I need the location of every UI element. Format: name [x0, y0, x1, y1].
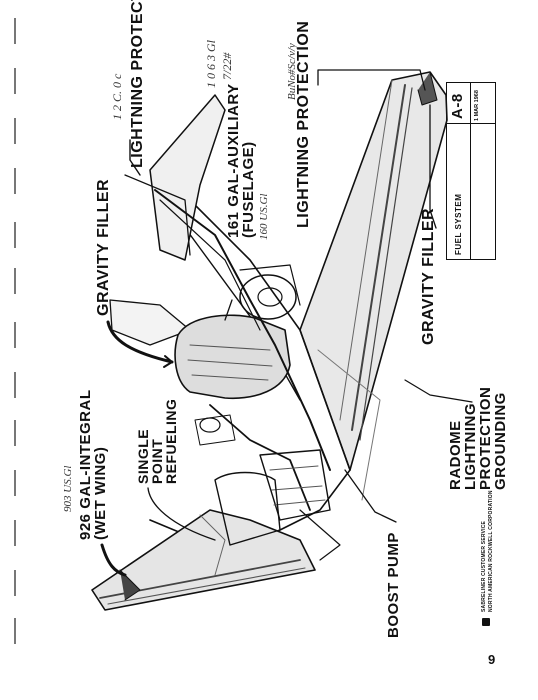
handwritten-note: 903 US.Gl: [62, 465, 74, 512]
vertical-tail: [149, 94, 226, 261]
leader-lightning-right: [317, 69, 426, 91]
gravity-filler-right-label: GRAVITY FILLER: [420, 207, 437, 345]
leader-single-point: [147, 487, 216, 541]
handwritten-note: 1 2 C. 0 c: [110, 73, 124, 120]
page-number: 9: [488, 652, 496, 667]
binder-mark: [14, 118, 16, 144]
company-line-1: SABRELINER CUSTOMER SERVICE: [481, 520, 487, 612]
binder-mark: [14, 520, 16, 546]
binder-mark: [14, 372, 16, 398]
aux-tank: [174, 314, 291, 400]
binder-mark: [14, 570, 16, 596]
handwritten-note: 7/22#: [220, 52, 234, 80]
binder-mark: [14, 470, 16, 496]
radome-grounding-label: RADOME LIGHTNING PROTECTION GROUNDING: [447, 386, 509, 490]
gravity-filler-left-label: GRAVITY FILLER: [95, 178, 112, 316]
company-logo: [482, 618, 490, 626]
binder-mark: [14, 322, 16, 348]
leader-aux: [224, 299, 233, 321]
binder-mark: [14, 420, 16, 446]
binder-mark: [14, 18, 16, 44]
issue-date: 1 MAR 1968: [474, 90, 480, 121]
leader-wet-wing: [100, 543, 127, 577]
binder-mark: [14, 68, 16, 94]
boost-pump-label: BOOST PUMP: [385, 532, 402, 638]
leader-boost-pump: [344, 469, 397, 523]
wet-wing-label: 926 GAL-INTEGRAL (WET WING): [77, 389, 109, 540]
lightning-protection-top-label: LIGHTNING PROTECTION: [129, 0, 146, 168]
company-line-2: NORTH AMERICAN ROCKWELL CORPORATION: [488, 490, 494, 612]
single-point-refueling-label: SINGLE POINT REFUELING: [135, 398, 179, 484]
engine-nacelle: [239, 274, 297, 320]
handwritten-note: 160 US.Gl: [258, 193, 270, 240]
leader-radome: [404, 379, 473, 403]
binder-mark: [14, 268, 16, 294]
leader-gravity-left: [106, 320, 174, 364]
page-code: A-8: [449, 93, 466, 119]
leader-lightning-top: [129, 139, 141, 176]
left-wing: [91, 509, 316, 611]
binder-mark: [14, 168, 16, 194]
horizontal-stabilizer: [109, 299, 191, 346]
leader-gravity-right: [429, 104, 437, 229]
title-block: A-8 1 MAR 1968 FUEL SYSTEM: [446, 82, 496, 260]
handwritten-note: 1 0 6 3 Gl: [204, 40, 218, 88]
handwritten-note: BuNo#Sc/v/y: [286, 43, 298, 100]
binder-mark: [14, 618, 16, 644]
lightning-protection-right-label: LIGHTNING PROTECTION: [295, 20, 312, 228]
system-title: FUEL SYSTEM: [454, 193, 463, 255]
binder-mark: [14, 222, 16, 248]
